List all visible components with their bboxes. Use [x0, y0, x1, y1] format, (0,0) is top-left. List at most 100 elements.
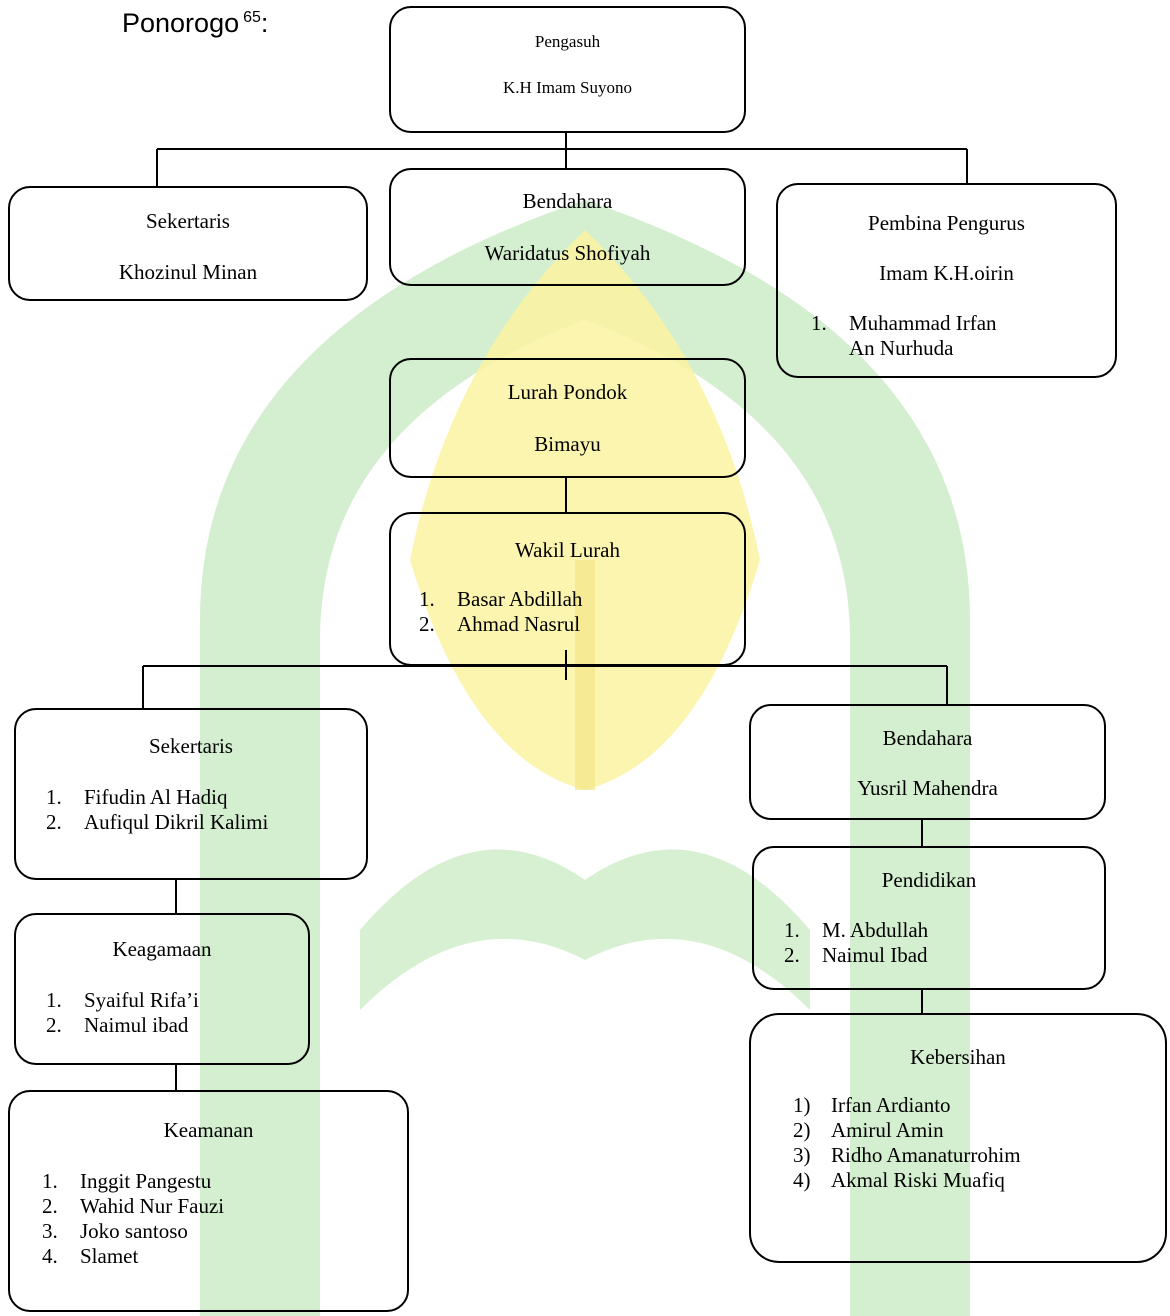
member-name: Irfan Ardianto — [831, 1093, 951, 1117]
lurah-box: Lurah Pondok Bimayu — [389, 358, 746, 478]
member-name: Aufiqul Dikril Kalimi — [84, 810, 269, 834]
list-item-continuation: An Nurhuda — [811, 336, 997, 361]
list-number: 1. — [811, 311, 827, 335]
bendahara-name: Yusril Mahendra — [857, 776, 998, 800]
list-number: 2. — [46, 810, 62, 834]
bendahara-top-name: Waridatus Shofiyah — [484, 241, 651, 265]
pembina-box: Pembina Pengurus Imam K.H.oirin 1. Muham… — [776, 183, 1117, 378]
lurah-title: Lurah Pondok — [507, 380, 628, 404]
list-item: 2. Aufiqul Dikril Kalimi — [46, 810, 268, 835]
list-number: 4. — [42, 1244, 58, 1268]
bendahara-title: Bendahara — [882, 726, 973, 750]
list-item: 2. Naimul ibad — [46, 1013, 199, 1038]
pengasuh-title: Pengasuh — [534, 32, 601, 51]
member-name: Wahid Nur Fauzi — [80, 1194, 225, 1218]
wakil-lurah-member-list: 1. Basar Abdillah 2. Ahmad Nasrul — [419, 587, 582, 637]
list-item: 1. Basar Abdillah — [419, 587, 582, 612]
member-name: Syaiful Rifa’i — [84, 988, 199, 1012]
member-name: Amirul Amin — [831, 1118, 944, 1142]
footnote-ref: 65 — [243, 9, 261, 26]
keamanan-member-list: 1. Inggit Pangestu 2. Wahid Nur Fauzi 3. Jo… — [42, 1169, 224, 1269]
sekertaris-top-name: Khozinul Minan — [118, 260, 258, 284]
list-number: 1. — [419, 587, 435, 611]
list-number: 1. — [42, 1169, 58, 1193]
keagamaan-box: Keagamaan 1. Syaiful Rifa’i 2. Naimul ibad — [14, 913, 310, 1065]
pengasuh-name: K.H Imam Suyono — [503, 78, 632, 97]
sekertaris-title: Sekertaris — [149, 734, 233, 758]
list-number: 2. — [46, 1013, 62, 1037]
list-number: 1. — [46, 785, 62, 809]
list-number: 2) — [793, 1118, 811, 1142]
list-number: 3. — [42, 1219, 58, 1243]
member-name: Fifudin Al Hadiq — [84, 785, 228, 809]
list-item: 1. Inggit Pangestu — [42, 1169, 224, 1194]
member-name: Akmal Riski Muafiq — [831, 1168, 1005, 1192]
watermark-flame — [410, 230, 760, 790]
list-item: 2. Wahid Nur Fauzi — [42, 1194, 224, 1219]
list-item: 3) Ridho Amanaturrohim — [793, 1143, 1021, 1168]
keamanan-box: Keamanan 1. Inggit Pangestu 2. Wahid Nur F… — [8, 1090, 409, 1312]
list-number: 2. — [42, 1194, 58, 1218]
list-item: 4) Akmal Riski Muafiq — [793, 1168, 1021, 1193]
member-name: Slamet — [80, 1244, 139, 1268]
sekertaris-member-list: 1. Fifudin Al Hadiq 2. Aufiqul Dikril Kali… — [46, 785, 268, 835]
list-item: 2. Ahmad Nasrul — [419, 612, 582, 637]
wakil-lurah-box: Wakil Lurah 1. Basar Abdillah 2. Ahmad Nas… — [389, 512, 746, 666]
member-name-cont: An Nurhuda — [849, 336, 954, 360]
member-name: Naimul Ibad — [822, 943, 928, 967]
watermark-pen — [575, 560, 595, 790]
kebersihan-title: Kebersihan — [910, 1045, 1006, 1069]
list-item: 2. Naimul Ibad — [784, 943, 928, 968]
list-item: 1. Muhammad Irfan — [811, 311, 997, 336]
watermark-book — [360, 849, 810, 1010]
member-name: M. Abdullah — [822, 918, 929, 942]
pembina-member-list: 1. Muhammad Irfan An Nurhuda — [811, 311, 997, 361]
list-number: 3) — [793, 1143, 811, 1167]
member-name: Ridho Amanaturrohim — [831, 1143, 1021, 1167]
bendahara-top-title: Bendahara — [522, 189, 613, 213]
list-number: 2. — [784, 943, 800, 967]
member-name: Muhammad Irfan — [849, 311, 997, 335]
keagamaan-member-list: 1. Syaiful Rifa’i 2. Naimul ibad — [46, 988, 199, 1038]
member-name: Joko santoso — [80, 1219, 188, 1243]
wakil-lurah-title: Wakil Lurah — [514, 538, 621, 562]
list-item: 1. Fifudin Al Hadiq — [46, 785, 268, 810]
pengasuh-box: Pengasuh K.H Imam Suyono — [389, 6, 746, 133]
sekertaris-top-title: Sekertaris — [146, 209, 230, 233]
lurah-name: Bimayu — [534, 432, 601, 456]
list-number: 1. — [784, 918, 800, 942]
list-item: 2) Amirul Amin — [793, 1118, 1021, 1143]
bendahara-top-box: Bendahara Waridatus Shofiyah — [389, 168, 746, 286]
member-name: Inggit Pangestu — [80, 1169, 212, 1193]
keagamaan-title: Keagamaan — [112, 937, 212, 961]
list-item: 4. Slamet — [42, 1244, 224, 1269]
list-number: 2. — [419, 612, 435, 636]
pendidikan-box: Pendidikan 1. M. Abdullah 2. Naimul Ibad — [752, 846, 1106, 990]
heading-text: Ponorogo — [122, 8, 240, 38]
list-number: 1) — [793, 1093, 811, 1117]
bendahara-box: Bendahara Yusril Mahendra — [749, 704, 1106, 820]
sekertaris-top-box: Sekertaris Khozinul Minan — [8, 186, 368, 301]
pembina-title: Pembina Pengurus — [868, 211, 1025, 235]
list-item: 1. M. Abdullah — [784, 918, 928, 943]
watermark-arch — [200, 200, 970, 1316]
kebersihan-box: Kebersihan 1) Irfan Ardianto 2) Amirul Ami… — [749, 1013, 1167, 1263]
member-name: Ahmad Nasrul — [457, 612, 581, 636]
member-name: Naimul ibad — [84, 1013, 189, 1037]
member-name: Basar Abdillah — [457, 587, 583, 611]
pembina-name: Imam K.H.oirin — [879, 261, 1014, 285]
list-item: 1. Syaiful Rifa’i — [46, 988, 199, 1013]
sekertaris-box: Sekertaris 1. Fifudin Al Hadiq 2. Aufiqul … — [14, 708, 368, 880]
pendidikan-title: Pendidikan — [881, 868, 977, 892]
list-number: 1. — [46, 988, 62, 1012]
heading-suffix: : — [260, 8, 269, 38]
list-item: 3. Joko santoso — [42, 1219, 224, 1244]
pendidikan-member-list: 1. M. Abdullah 2. Naimul Ibad — [784, 918, 928, 968]
kebersihan-member-list: 1) Irfan Ardianto 2) Amirul Amin 3) Ridho A… — [793, 1093, 1021, 1193]
keamanan-title: Keamanan — [163, 1118, 254, 1142]
list-number: 4) — [793, 1168, 811, 1192]
list-item: 1) Irfan Ardianto — [793, 1093, 1021, 1118]
